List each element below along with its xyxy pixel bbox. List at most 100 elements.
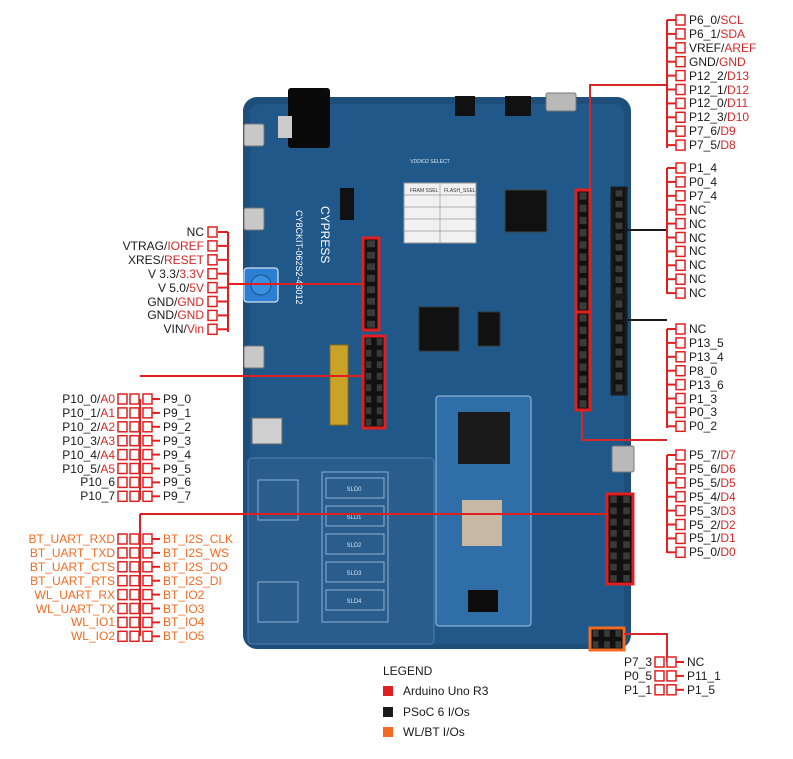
pin-box-analog-mid (129, 448, 140, 461)
header-pin (615, 360, 623, 368)
pin-box-right-mid2 (675, 364, 686, 377)
header-pin (615, 190, 623, 197)
header-pin (579, 290, 587, 298)
header-pin (376, 372, 383, 380)
module-connector (468, 590, 498, 612)
pin-box-analog-left (117, 421, 128, 433)
label-right-lower: P5_6/D6 (689, 461, 736, 476)
pin-box-right-mid1 (675, 231, 686, 244)
label-top-right: P12_2/D13 (689, 68, 750, 83)
pin-box-analog-right (142, 393, 153, 405)
label-top-right: VREF/AREF (689, 40, 757, 55)
slider-segment (325, 589, 385, 611)
label-power: GND/GND (147, 294, 204, 309)
label-right-mid1: NC (689, 258, 707, 273)
slider-segment (325, 561, 385, 583)
label-analog-right: P9_3 (163, 433, 192, 448)
switch-2 (505, 96, 531, 116)
pin-box-analog-right (142, 476, 153, 489)
board-brand-text: CYPRESS (318, 206, 332, 263)
header-pin (365, 418, 372, 426)
label-analog-right: P9_5 (163, 461, 192, 476)
header-pin (623, 507, 630, 515)
pin-box-power (207, 309, 218, 322)
pin-box-wl-left (117, 547, 128, 559)
fram-chip (477, 311, 501, 347)
pin-box-power (207, 254, 218, 266)
header-pin (579, 302, 587, 310)
module-chip (458, 412, 510, 464)
label-analog-right: P9_0 (163, 392, 192, 406)
power-jack (288, 88, 330, 148)
pin-box-power (207, 295, 218, 308)
vddio2-text: VDDIO2 SELECT (410, 159, 449, 165)
header-pin (579, 387, 587, 396)
header-pin (592, 630, 599, 637)
header-pin (623, 563, 630, 571)
pin-box-right-lower (675, 477, 686, 489)
pin-box-right-mid2 (675, 378, 686, 391)
label-power: VTRAG/IOREF (122, 238, 204, 253)
label-bottom-left: P1_1 (623, 682, 652, 697)
pin-box-analog-left (117, 393, 128, 405)
label-analog-right: P9_6 (163, 475, 192, 490)
debug-chip (504, 189, 548, 233)
header-pin (615, 211, 623, 219)
header-pin (615, 312, 623, 320)
pin-box-bottom-left (654, 656, 665, 668)
header-pin (610, 575, 617, 582)
header-pin (367, 274, 375, 282)
header-pin (579, 229, 587, 237)
pin-box-right-mid1 (675, 259, 686, 272)
label-top-right: P12_3/D10 (689, 110, 750, 125)
label-right-lower: P5_4/D4 (689, 489, 736, 504)
label-analog-right: P9_2 (163, 419, 192, 434)
pin-box-wl-mid (129, 547, 140, 559)
flash-ssel-text: FLASH_SSEL (444, 188, 476, 194)
header-pin (579, 241, 587, 249)
header-pin (367, 240, 375, 248)
header-pin (367, 263, 375, 271)
legend-swatch-wlbt (383, 727, 393, 737)
label-power: VIN/Vin (163, 322, 204, 337)
legend-title: LEGEND (383, 664, 433, 678)
header-pin (365, 349, 372, 357)
pin-box-top-right (675, 28, 686, 40)
pin-box-analog-left (117, 448, 128, 461)
header-pin (376, 395, 383, 403)
label-wl-left: WL_UART_RX (34, 587, 115, 602)
pin-box-power (207, 226, 218, 238)
header-pin (367, 286, 375, 294)
header-pin (579, 277, 587, 286)
pin-box-right-lower (675, 546, 686, 559)
pin-box-power (207, 323, 218, 336)
pin-box-analog-right (142, 407, 153, 419)
label-top-right: P12_1/D12 (689, 82, 750, 97)
label-bottom-left: P0_5 (623, 668, 652, 683)
pin-box-wl-mid (129, 630, 140, 643)
pin-box-wl-left (117, 574, 128, 587)
label-right-lower: P5_5/D5 (689, 475, 736, 490)
label-right-mid2: P0_3 (689, 405, 718, 420)
legend-swatch-arduino (383, 686, 393, 696)
small-chip (340, 188, 354, 220)
label-wl-left: BT_UART_RTS (30, 573, 115, 588)
label-wl-right: BT_IO2 (163, 587, 205, 602)
pin-box-analog-left (117, 462, 128, 475)
legend-label-psoc: PSoC 6 I/Os (403, 705, 470, 719)
pin-box-analog-mid (129, 462, 140, 475)
header-pin (367, 251, 375, 259)
fram-ssel-text: FRAM SSEL (410, 188, 439, 194)
header-pin (592, 641, 599, 648)
usb-connector-top (545, 92, 577, 112)
header-pin (623, 575, 630, 582)
slider-segment (325, 505, 385, 527)
pin-box-right-mid2 (675, 420, 686, 433)
pin-box-analog-right (142, 434, 153, 447)
label-wl-left: BT_UART_CTS (29, 559, 115, 574)
label-right-mid1: NC (689, 244, 707, 259)
label-power: V 5.0/5V (157, 280, 204, 295)
header-pin (615, 265, 623, 273)
header-pin (615, 372, 623, 380)
